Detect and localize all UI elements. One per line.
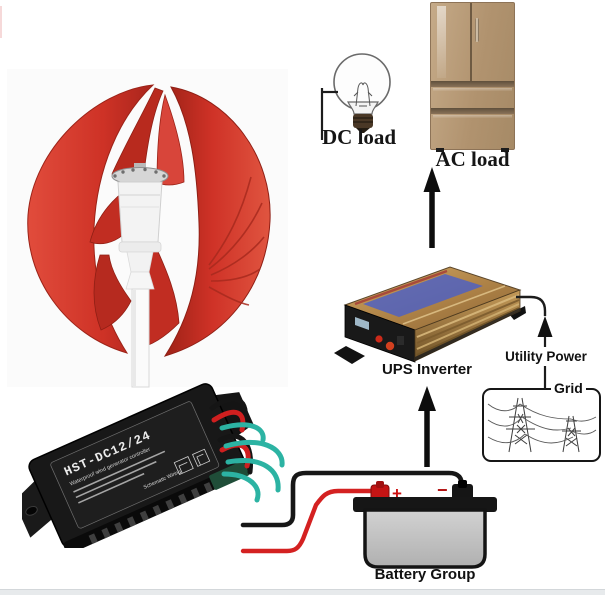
battery-group-label: Battery Group xyxy=(374,566,476,583)
battery-image: + − xyxy=(353,480,497,569)
controller-wire-teal-4 xyxy=(221,471,261,503)
turbine-pole xyxy=(131,288,150,388)
turbine-blade-left xyxy=(27,84,155,354)
controller-wire-teal-1 xyxy=(219,422,266,443)
bottom-edge-strip xyxy=(0,589,605,595)
fridge-drawer-divider xyxy=(431,108,514,114)
dc-load-bulb xyxy=(333,53,391,133)
controller-wire-teal-3 xyxy=(225,458,281,493)
controller-wire-black-1 xyxy=(209,396,248,423)
turbine-blade-center-top-2 xyxy=(156,93,185,186)
grid-towers-art xyxy=(487,397,596,453)
inverter-top-edge-highlight xyxy=(402,285,506,325)
wind-turbine-image xyxy=(7,69,288,388)
fridge-highlight xyxy=(437,6,446,78)
battery-plus-symbol: + xyxy=(392,484,402,503)
ups-inverter-image xyxy=(334,266,526,364)
utility-power-connector xyxy=(516,295,553,389)
battery-minus-symbol: − xyxy=(437,480,448,500)
controller-wires xyxy=(209,396,285,503)
ac-load-label: AC load xyxy=(435,147,510,171)
battery-positive-cable xyxy=(240,488,383,554)
fridge-band xyxy=(431,81,514,87)
fridge-handle xyxy=(475,18,479,42)
bulb-screw-base xyxy=(353,114,373,133)
dc-load-connector-line xyxy=(320,88,338,140)
turbine-blade-lower-left xyxy=(93,254,132,331)
turbine-hub xyxy=(111,163,169,290)
inverter-bracket-left xyxy=(334,346,365,364)
inverter-switch xyxy=(397,336,404,345)
arrow-up-icon xyxy=(537,316,553,337)
controller-wire-teal-2 xyxy=(223,439,285,468)
inverter-outlet-2 xyxy=(385,341,395,351)
inverter-bracket-right xyxy=(509,306,526,320)
inverter-blue-stripe xyxy=(363,274,483,317)
grid-box xyxy=(482,388,601,462)
battery-negative-cable xyxy=(240,470,465,528)
inverter-base-edge xyxy=(415,308,520,361)
ac-load-refrigerator xyxy=(430,2,515,152)
inverter-display xyxy=(355,317,369,330)
fridge-foot-left xyxy=(436,148,444,152)
turbine-blade-right xyxy=(163,86,271,357)
inverter-ribs xyxy=(416,294,520,356)
bulb-neck xyxy=(347,101,379,115)
inverter-outlet-1 xyxy=(375,335,383,343)
grid-label: Grid xyxy=(551,381,586,395)
fridge-foot-right xyxy=(501,148,509,152)
inverter-red-stripe xyxy=(354,269,448,306)
controller-spec-lines xyxy=(73,450,166,504)
fridge-drawer-highlight-2 xyxy=(433,115,512,118)
controller-terminal-teeth xyxy=(88,482,213,545)
charge-controller-image: HST-DC12/24 Waterproof wind generator co… xyxy=(22,383,285,548)
ups-inverter-label: UPS Inverter xyxy=(381,361,473,378)
dc-load-label: DC load xyxy=(322,125,397,149)
inverter-front-panel xyxy=(344,304,416,363)
fridge-drawer-highlight xyxy=(433,88,512,91)
utility-power-label: Utility Power xyxy=(505,349,587,364)
battery-body xyxy=(363,508,487,569)
arrow-up-icon xyxy=(418,386,436,411)
battery-terminal-negative xyxy=(452,480,473,500)
turbine-blade-ribs xyxy=(208,176,265,306)
left-edge-artifact xyxy=(0,6,2,38)
fridge-door-seam xyxy=(470,3,472,83)
arrow-up-icon xyxy=(423,167,441,192)
controller-schematic-glyphs xyxy=(173,448,211,476)
bulb-filament xyxy=(353,82,373,107)
arrow-battery-to-inverter xyxy=(418,386,436,467)
arrow-inverter-to-ac-load xyxy=(423,167,441,248)
